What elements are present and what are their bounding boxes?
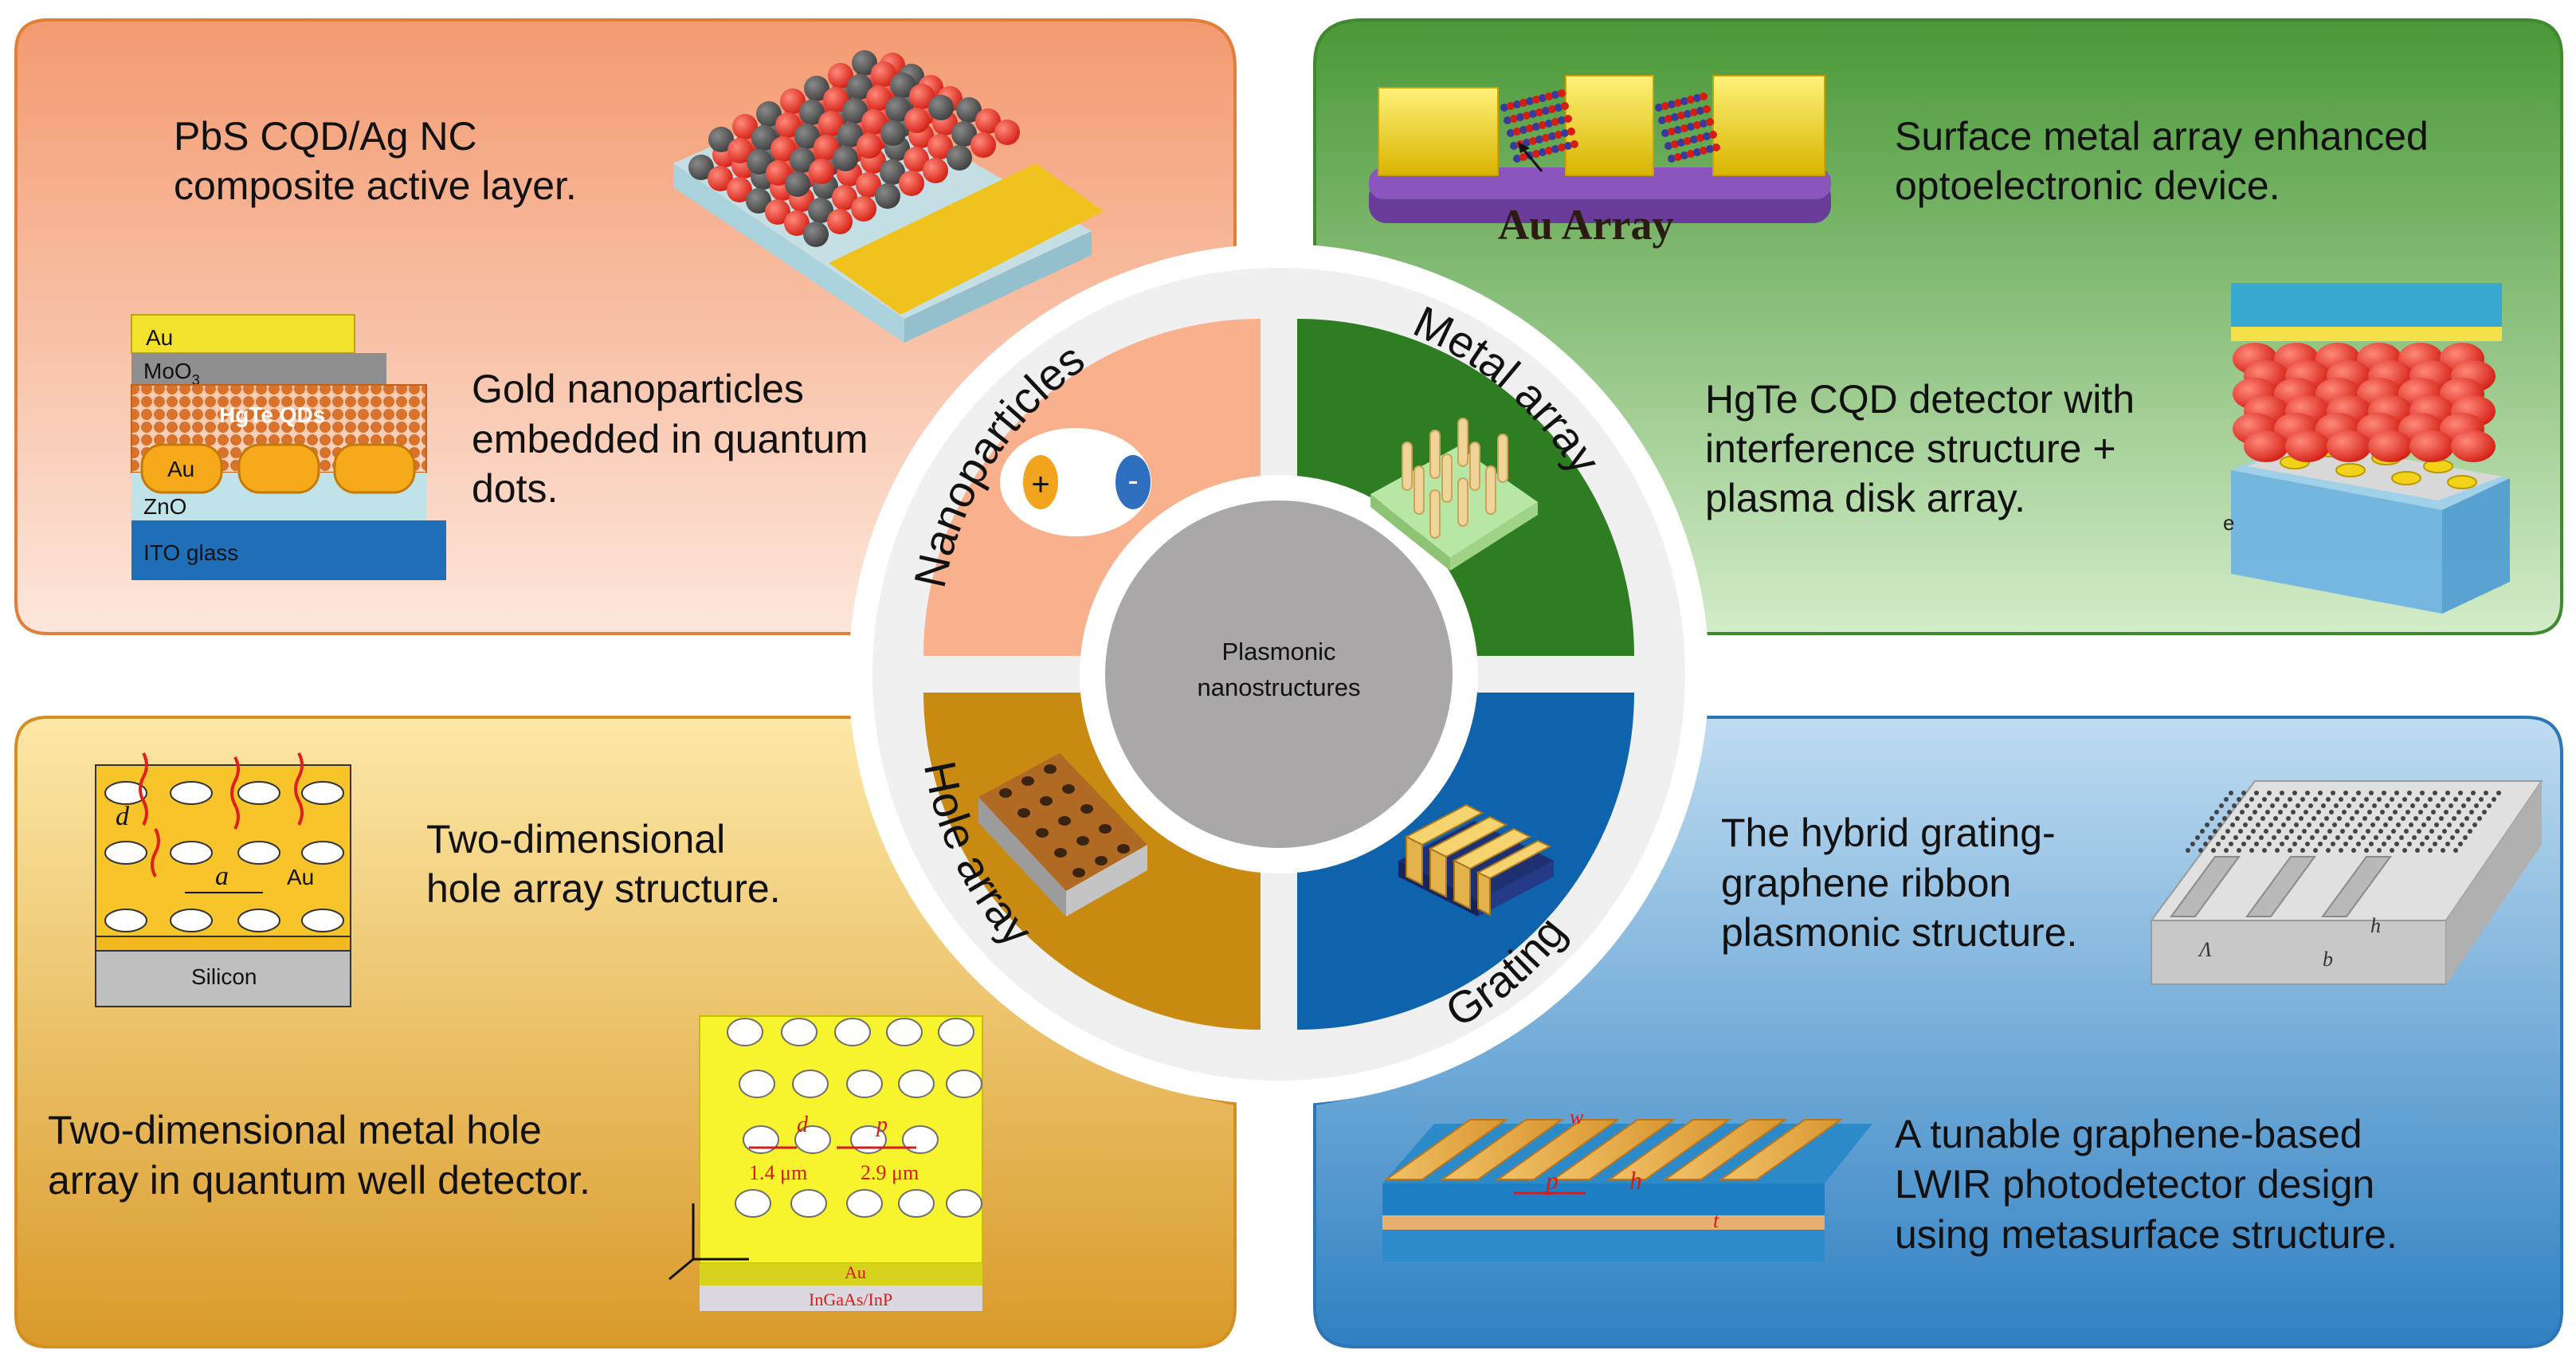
tl-caption1-line2: composite active layer. bbox=[174, 163, 577, 208]
qwip-dim1-label: 1.4 μm bbox=[749, 1161, 807, 1184]
grating-h-label: h bbox=[2370, 914, 2381, 937]
hole-array-silicon-illustration: d a Au Silicon bbox=[95, 752, 351, 1007]
br-caption2-line1: A tunable graphene-based bbox=[1895, 1112, 2362, 1156]
grating-b-label: b bbox=[2323, 948, 2333, 971]
lwir-w-label: w bbox=[1570, 1105, 1584, 1128]
stack-au-np-label: Au bbox=[167, 457, 194, 481]
tr-caption1-line1: Surface metal array enhanced bbox=[1895, 114, 2429, 159]
br-caption2-line2: LWIR photodetector design bbox=[1895, 1162, 2374, 1207]
hgte-e-label: e bbox=[2223, 511, 2234, 535]
svg-text:-: - bbox=[1127, 463, 1138, 498]
lwir-t-label: t bbox=[1713, 1209, 1719, 1232]
hgte-stack-illustration: Au MoO3 HgTe QDs Au ZnO ITO glass bbox=[131, 314, 446, 580]
hole-silicon-label: Silicon bbox=[191, 964, 257, 989]
center-circle bbox=[1105, 500, 1453, 848]
pbs-cqd-illustration bbox=[673, 50, 1104, 343]
tr-caption2-line1: HgTe CQD detector with bbox=[1705, 377, 2135, 422]
bl-caption1-line1: Two-dimensional bbox=[426, 817, 725, 862]
au-array-label: Au Array bbox=[1498, 201, 1673, 249]
qwip-substrate-label: InGaAs/InP bbox=[809, 1289, 892, 1309]
bl-caption2-line1: Two-dimensional metal hole bbox=[48, 1108, 542, 1152]
lwir-h-label: h bbox=[1629, 1166, 1642, 1195]
center-label-line2: nanostructures bbox=[1197, 673, 1360, 701]
hole-array-icon bbox=[978, 753, 1147, 917]
grating-lambda-label: Λ bbox=[2197, 938, 2212, 961]
qwip-dim2-label: 2.9 μm bbox=[861, 1161, 919, 1184]
grating-icon bbox=[1398, 803, 1554, 917]
bl-caption2-line2: array in quantum well detector. bbox=[48, 1158, 590, 1203]
stack-au-layer bbox=[131, 314, 355, 354]
hole-au-label: Au bbox=[287, 865, 314, 889]
stack-ito-label: ITO glass bbox=[143, 540, 238, 565]
hole-d-label: d bbox=[116, 802, 130, 831]
nanoparticle-icon: + - bbox=[1000, 428, 1151, 536]
br-caption1-line1: The hybrid grating- bbox=[1721, 811, 2056, 855]
tl-caption1-line1: PbS CQD/Ag NC bbox=[174, 114, 477, 159]
pillar-array-icon bbox=[1370, 418, 1538, 571]
au-array-illustration: Au Array bbox=[1369, 75, 1831, 249]
stack-au-label: Au bbox=[146, 325, 173, 350]
pbs-sphere-grid bbox=[688, 50, 1020, 247]
br-caption1-line2: graphene ribbon bbox=[1721, 861, 2011, 905]
tl-caption2-line3: dots. bbox=[472, 466, 558, 511]
stack-hgte-label: HgTe QDs bbox=[219, 402, 325, 427]
hole-a-label: a bbox=[215, 862, 229, 891]
tl-caption2-line1: Gold nanoparticles bbox=[472, 367, 804, 411]
br-caption2-line3: using metasurface structure. bbox=[1895, 1212, 2398, 1257]
bl-caption1-line2: hole array structure. bbox=[426, 866, 781, 911]
svg-text:+: + bbox=[1031, 467, 1049, 502]
lwir-metasurface-illustration: p h t w bbox=[1382, 1105, 1872, 1262]
qwip-au-label: Au bbox=[845, 1262, 866, 1282]
tr-caption2-line2: interference structure + bbox=[1705, 426, 2116, 471]
lwir-p-label: p bbox=[1544, 1166, 1559, 1195]
stack-zno-label: ZnO bbox=[143, 494, 186, 519]
br-caption1-line3: plasmonic structure. bbox=[1721, 910, 2077, 955]
qwip-d-label: d bbox=[797, 1113, 809, 1137]
qwip-p-label: p bbox=[875, 1113, 888, 1137]
tl-caption2-line2: embedded in quantum bbox=[472, 417, 868, 461]
stack-moo3-layer bbox=[131, 353, 386, 385]
hgte-detector-illustration: e bbox=[2223, 283, 2510, 614]
stack-ito-layer bbox=[131, 520, 446, 580]
metal-hole-qwip-illustration: d p 1.4 μm 2.9 μm Au InGaAs/InP bbox=[669, 1015, 983, 1311]
center-label-line1: Plasmonic bbox=[1222, 638, 1336, 665]
tr-caption1-line2: optoelectronic device. bbox=[1895, 163, 2280, 208]
stack-moo3-label: MoO3 bbox=[143, 359, 200, 388]
grating-graphene-illustration: Λ b h bbox=[2150, 780, 2543, 985]
tr-caption2-line3: plasma disk array. bbox=[1705, 476, 2025, 520]
